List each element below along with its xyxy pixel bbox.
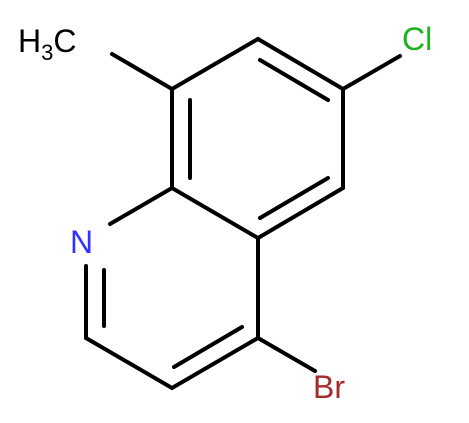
bond-c3-c4 <box>170 336 260 390</box>
bond-c5-c4a <box>256 186 345 240</box>
bonds <box>84 37 402 390</box>
chlorine-label: Cl <box>402 21 432 57</box>
methyl-label: H3C <box>18 23 76 65</box>
bond-c7-c6 <box>256 37 345 91</box>
bond-c6-cl <box>341 54 402 91</box>
nitrogen-label: N <box>70 224 93 260</box>
bond-c7-c6-inner <box>258 58 330 102</box>
bond-c4-br <box>256 336 317 373</box>
bromine-label: Br <box>313 369 345 405</box>
bond-c5-c4a-inner <box>258 176 330 220</box>
bond-c4a-c8a <box>170 186 260 240</box>
bond-c8-c7 <box>170 37 260 91</box>
bond-c2-c3 <box>84 336 174 390</box>
bond-c3-c4-inner <box>172 325 244 369</box>
bond-c8a-n <box>108 186 174 226</box>
bond-c8-methyl <box>110 52 174 91</box>
